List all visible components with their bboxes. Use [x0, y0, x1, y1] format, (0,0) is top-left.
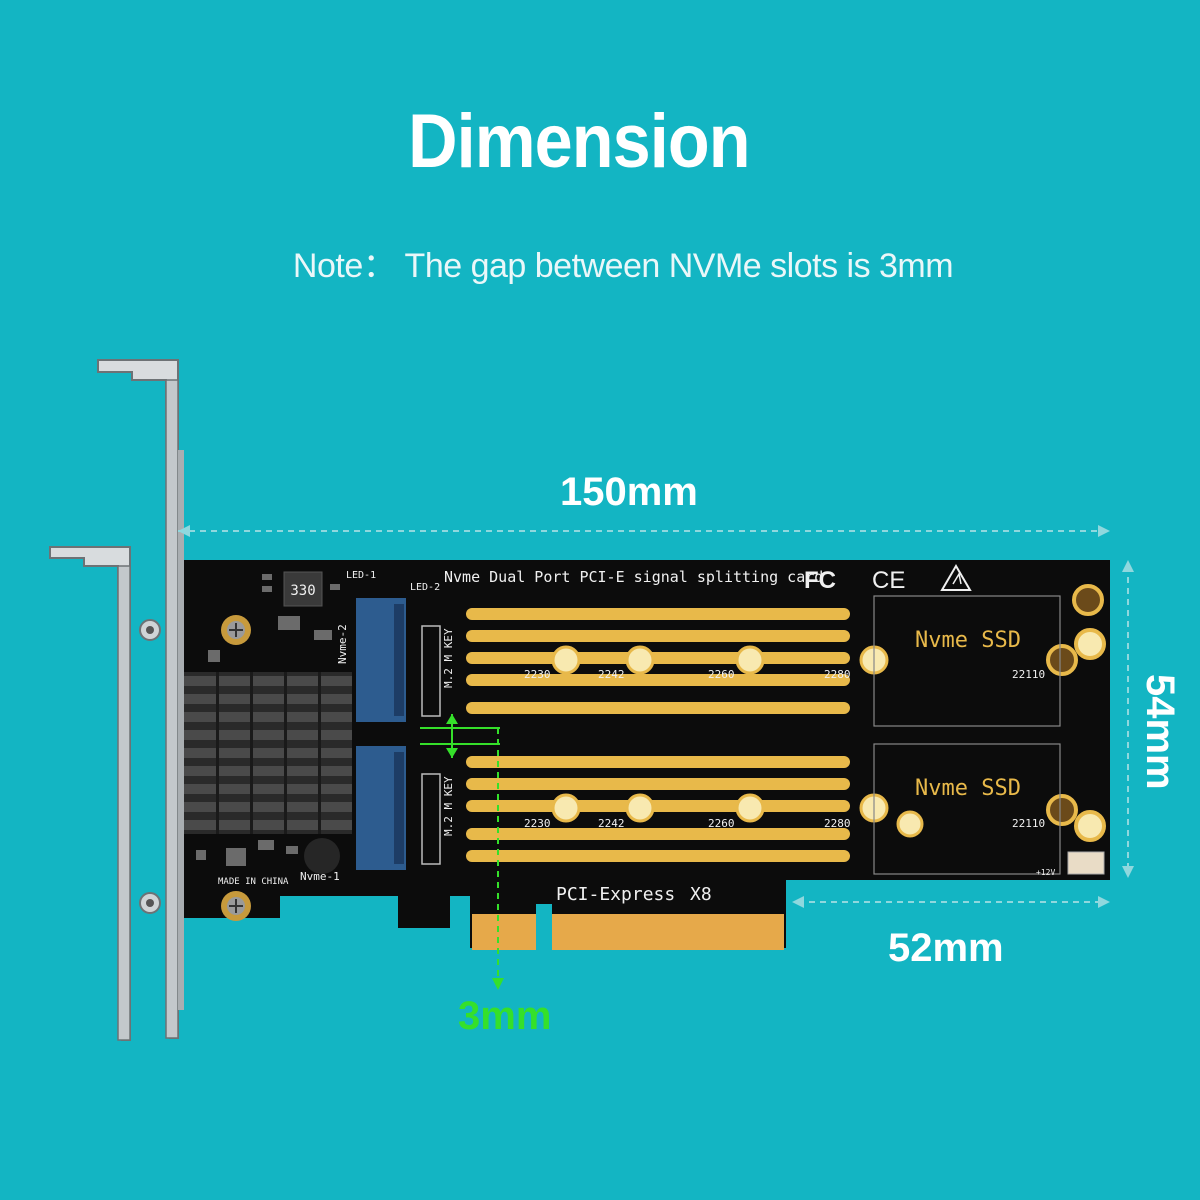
key-outline-top: [421, 625, 441, 717]
pcie-gold-fingers-long: [552, 914, 784, 950]
low-profile-bracket: [49, 546, 161, 1041]
nvme-1-label: Nvme-1: [300, 870, 340, 883]
ssd-area-top: [873, 595, 1061, 727]
ssd-label-bottom: Nvme SSD: [915, 776, 1021, 801]
size-label: 2260: [708, 817, 735, 830]
key-outline-bottom: [421, 773, 441, 865]
ssd-label-top: Nvme SSD: [915, 628, 1021, 653]
key-label-top: M.2 M KEY: [442, 628, 455, 688]
page-title: Dimension: [408, 99, 750, 184]
m2-connector-nvme-2: [356, 598, 406, 722]
power-connector: [1067, 851, 1105, 875]
size-label: 22110: [1012, 817, 1045, 830]
pcie-lanes-label: X8: [690, 884, 712, 905]
full-height-bracket: [97, 359, 184, 1039]
capacitor: [304, 838, 340, 874]
size-label: 2280: [824, 668, 851, 681]
key-label-bottom: M.2 M KEY: [442, 776, 455, 836]
size-label: 2230: [524, 817, 551, 830]
ce-logo: CE: [872, 567, 905, 594]
note-text: Note： The gap between NVMe slots is 3mm: [292, 247, 954, 285]
ssd-area-bottom: [873, 743, 1061, 875]
smd-components: [196, 574, 340, 866]
slot-gap-label: 3mm: [458, 994, 552, 1038]
screw: [221, 615, 251, 645]
esd-warning-icon: [940, 564, 972, 591]
size-label: 2260: [708, 668, 735, 681]
pcie-label: PCI-Express: [556, 884, 675, 905]
gap-indicator: [420, 714, 504, 990]
fcc-logo: FC: [804, 567, 836, 594]
led-1-label: LED-1: [346, 570, 376, 581]
power-label: +12V: [1036, 868, 1055, 877]
nvme-2-label: Nvme-2: [336, 624, 349, 664]
pcb-heading: Nvme Dual Port PCI-E signal splitting ca…: [444, 568, 823, 586]
size-label: 2242: [598, 817, 625, 830]
inductor: 330: [283, 571, 323, 607]
dimension-arrows: [178, 525, 1134, 908]
size-label: 2230: [524, 668, 551, 681]
made-in-label: MADE IN CHINA: [218, 877, 289, 887]
m2-connector-nvme-1: [356, 746, 406, 870]
size-label: 22110: [1012, 668, 1045, 681]
led-2-label: LED-2: [410, 582, 440, 593]
connector-offset-label: 52mm: [888, 926, 1004, 970]
size-label: 2242: [598, 668, 625, 681]
size-label: 2280: [824, 817, 851, 830]
heatsink: [184, 672, 352, 834]
dimension-lines: [178, 530, 1129, 903]
height-dimension-label: 54mm: [1138, 674, 1182, 790]
pcie-gold-fingers-short: [472, 914, 536, 950]
mounting-holes: [551, 584, 1106, 842]
length-dimension-label: 150mm: [560, 470, 698, 514]
inductor-label: 330: [290, 583, 315, 599]
screw: [221, 891, 251, 921]
